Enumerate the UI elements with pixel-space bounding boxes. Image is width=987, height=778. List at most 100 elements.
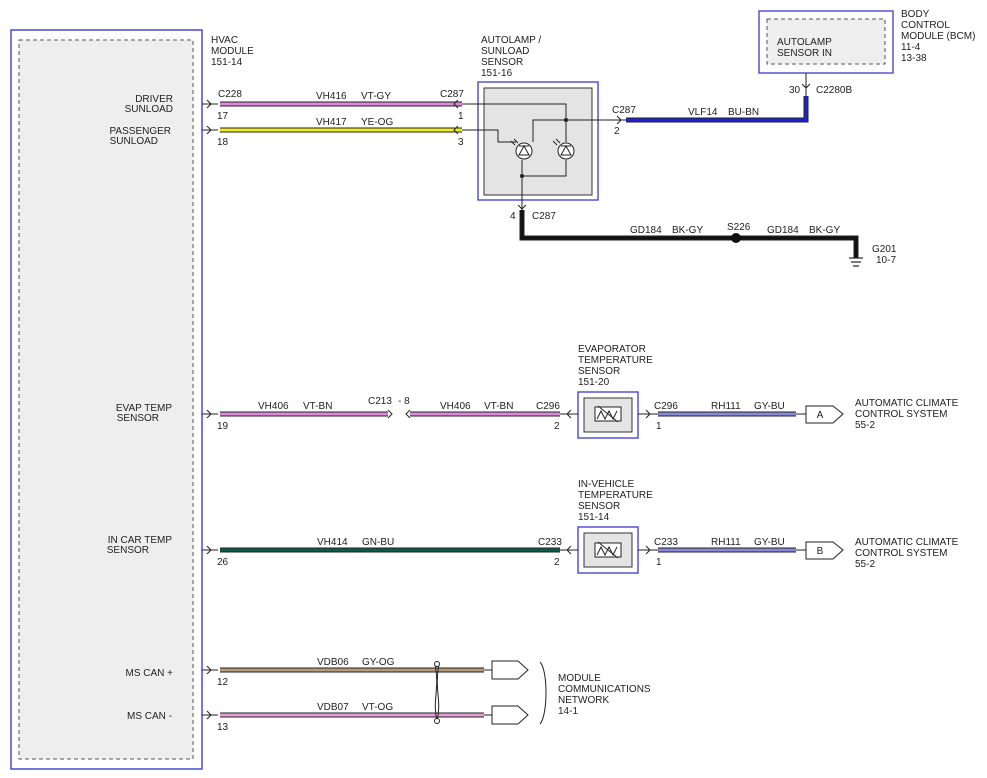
pin-number-1-evap: 1 (656, 421, 662, 432)
wire-circuit-vh416: VH416 (316, 91, 347, 102)
wire-circuit-vh417: VH417 (316, 117, 347, 128)
evap-sensor-label-2: TEMPERATURE (578, 355, 653, 366)
pin-arrow-c287-3 (453, 125, 459, 135)
acc-b-label-1: AUTOMATIC CLIMATE (855, 537, 959, 548)
pin-label-driver-sunload: DRIVER (135, 94, 173, 105)
photodiode-icon (510, 138, 533, 160)
wire-color-vh406-b: VT-BN (484, 401, 513, 412)
pin-label-passenger-sunload-2: SUNLOAD (110, 136, 158, 147)
bcm-label-3: MODULE (BCM) (901, 31, 975, 42)
pin-label-evap-temp: EVAP TEMP (116, 403, 172, 414)
connector-c213: C213 (368, 396, 392, 407)
pin-number-18: 18 (217, 137, 229, 148)
invehicle-sensor-inner (583, 532, 633, 568)
mcn-label-2: COMMUNICATIONS (558, 684, 651, 695)
splice-s226 (731, 233, 741, 243)
autolamp-module-label-2: SUNLOAD (481, 46, 529, 57)
pin-arrow-c213-female (405, 409, 411, 419)
pin-number-1-invehicle: 1 (656, 557, 662, 568)
pin-arrow-c2280b (801, 83, 811, 89)
pin-label-ms-can-minus: MS CAN - (127, 711, 172, 722)
pin-arrow-c296-1 (645, 409, 651, 419)
pin-number-26: 26 (217, 557, 229, 568)
mcn-label-1: MODULE (558, 673, 601, 684)
wire-circuit-rh111-a: RH111 (711, 401, 741, 412)
connector-c228: C228 (218, 89, 242, 100)
autolamp-module-page: 151-16 (481, 68, 513, 79)
wire-gd184-a[interactable] (519, 210, 736, 241)
acc-a-label-1: AUTOMATIC CLIMATE (855, 398, 959, 409)
connector-c213-pin: - 8 (398, 396, 410, 407)
pin-label-incar-temp: IN CAR TEMP (108, 535, 173, 546)
wire-circuit-gd184-b: GD184 (767, 225, 799, 236)
wire-gd184-b[interactable] (736, 235, 859, 258)
evap-sensor-name: EVAPORATOR (578, 344, 646, 355)
pin-number-19: 19 (217, 421, 229, 432)
autolamp-module-name: AUTOLAMP / (481, 35, 541, 46)
bcm-name: BODY (901, 9, 930, 20)
pin-number-4: 4 (510, 211, 516, 222)
autolamp-int-wire-gnd (521, 160, 567, 177)
splice-s226-label: S226 (727, 222, 751, 233)
ground-icon (849, 257, 863, 267)
pin-arrow-c213-male (387, 409, 393, 419)
pin-label-driver-sunload-2: SUNLOAD (125, 104, 173, 115)
invehicle-sensor-page: 151-14 (578, 512, 610, 523)
mcn-page: 14-1 (558, 706, 578, 717)
bcm-page-2: 13-38 (901, 53, 927, 64)
photodiode-icon (552, 138, 575, 160)
pin-label-ms-can-plus: MS CAN + (125, 668, 173, 679)
wire-circuit-vh406-b: VH406 (440, 401, 471, 412)
pin-number-3: 3 (458, 137, 464, 148)
autolamp-int-wire-3 (462, 129, 516, 143)
evap-sensor-label-3: SENSOR (578, 366, 620, 377)
pin-number-17: 17 (217, 111, 229, 122)
pin-label-passenger-sunload: PASSENGER (110, 126, 172, 137)
mcn-label-3: NETWORK (558, 695, 609, 706)
wire-color-vlf14: BU-BN (728, 107, 759, 118)
hvac-module-name: HVAC (211, 35, 238, 46)
pin-arrow-c233-1 (645, 545, 651, 555)
bcm-page-1: 11-4 (901, 42, 921, 53)
svg-text:A: A (817, 410, 824, 421)
offpage-ms-can-minus[interactable] (491, 705, 529, 725)
wire-circuit-vlf14: VLF14 (688, 107, 718, 118)
wire-color-vh406-a: VT-BN (303, 401, 332, 412)
autolamp-int-wire-1 (462, 103, 567, 142)
wire-circuit-rh111-b: RH111 (711, 537, 741, 548)
connector-c287-right: C287 (612, 105, 636, 116)
acc-b-label-2: CONTROL SYSTEM (855, 548, 947, 559)
connector-c233-left: C233 (538, 537, 562, 548)
wire-color-vdb06: GY-OG (362, 657, 395, 668)
offpage-ms-can-plus[interactable] (491, 660, 529, 680)
connector-c296-right: C296 (654, 401, 678, 412)
bcm-label-2: CONTROL (901, 20, 950, 31)
wire-vlf14[interactable] (626, 96, 809, 123)
autolamp-junction (564, 118, 568, 122)
pin-number-13: 13 (217, 722, 229, 733)
pin-number-2: 2 (614, 126, 620, 137)
autolamp-junction-2 (520, 174, 524, 178)
connector-c2280b: C2280B (816, 85, 852, 96)
thermistor-icon (594, 405, 622, 423)
wire-color-vh414: GN-BU (362, 537, 394, 548)
wire-color-vdb07: VT-OG (362, 702, 393, 713)
wire-circuit-gd184-a: GD184 (630, 225, 662, 236)
acc-a-page: 55-2 (855, 420, 875, 431)
pin-number-1: 1 (458, 111, 464, 122)
wire-circuit-vdb07: VDB07 (317, 702, 349, 713)
invehicle-sensor-label-2: TEMPERATURE (578, 490, 653, 501)
bcm-inner (766, 18, 886, 65)
offpage-ref-b[interactable]: B (805, 541, 844, 560)
wire-color-vh416: VT-GY (361, 91, 391, 102)
pin-arrow-c287-1 (453, 99, 459, 109)
bcm-inner-label-2: SENSOR IN (777, 48, 832, 59)
acc-a-label-2: CONTROL SYSTEM (855, 409, 947, 420)
autolamp-module-label-3: SENSOR (481, 57, 523, 68)
wire-circuit-vh406-a: VH406 (258, 401, 289, 412)
pin-number-12: 12 (217, 677, 229, 688)
offpage-ref-a[interactable]: A (805, 405, 844, 424)
pin-arrow-c287-4 (517, 204, 527, 210)
connector-c296-left: C296 (536, 401, 560, 412)
